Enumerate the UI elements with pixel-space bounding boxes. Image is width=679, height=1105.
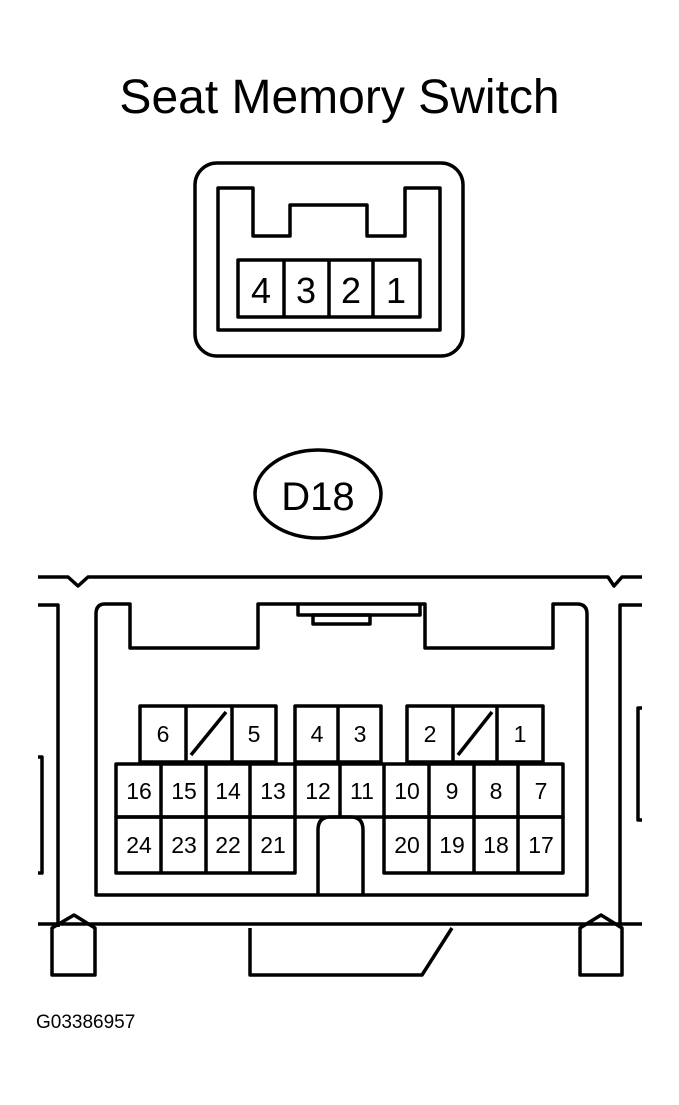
d18-right-latch (578, 913, 624, 977)
d18-pin-label: 10 (394, 778, 420, 804)
switch-pin-label: 2 (341, 270, 361, 311)
d18-pin-label: 19 (439, 832, 465, 858)
d18-housing-top (38, 575, 642, 588)
d18-top-group-right (405, 704, 545, 764)
figure-id: G03386957 (36, 1012, 136, 1033)
d18-housing-left (38, 603, 60, 927)
switch-connector-inner (216, 186, 442, 332)
d18-pin-label: 14 (215, 778, 241, 804)
switch-pin-label: 1 (386, 270, 406, 311)
d18-pin-label: 4 (311, 721, 324, 747)
d18-pin-label: 9 (446, 778, 459, 804)
d18-pin-label: 2 (424, 721, 437, 747)
d18-pin-label: 5 (248, 721, 261, 747)
d18-connector-label: D18 (281, 475, 354, 519)
d18-pin-label: 6 (157, 721, 170, 747)
d18-pin-label: 7 (535, 778, 548, 804)
d18-label-ellipse (253, 448, 383, 540)
d18-pin-label: 12 (305, 778, 331, 804)
d18-pin-label: 3 (354, 721, 367, 747)
d18-pin-label: 1 (514, 721, 527, 747)
switch-connector-outer (193, 161, 465, 358)
d18-left-latch (50, 913, 97, 977)
switch-pin-label: 4 (251, 270, 271, 311)
d18-pin-label: 16 (126, 778, 152, 804)
d18-pin-label: 20 (394, 832, 420, 858)
d18-pin-label: 17 (528, 832, 554, 858)
d18-pin-label: 8 (490, 778, 503, 804)
d18-pin-label: 22 (215, 832, 241, 858)
d18-pin-label: 18 (483, 832, 509, 858)
d18-pin-label: 23 (171, 832, 197, 858)
d18-key-slot (316, 815, 365, 895)
d18-pin-label: 24 (126, 832, 152, 858)
d18-pin-label: 11 (350, 778, 374, 804)
d18-housing-right (618, 603, 642, 927)
d18-bottom-tab (248, 927, 454, 977)
d18-pin-label: 13 (260, 778, 286, 804)
d18-top-group-left (138, 704, 278, 764)
switch-pin-label: 3 (296, 270, 316, 311)
d18-inner-cavity (94, 602, 589, 897)
diagram-title: Seat Memory Switch (119, 71, 560, 124)
d18-pin-label: 15 (171, 778, 197, 804)
d18-pin-label: 21 (260, 832, 286, 858)
